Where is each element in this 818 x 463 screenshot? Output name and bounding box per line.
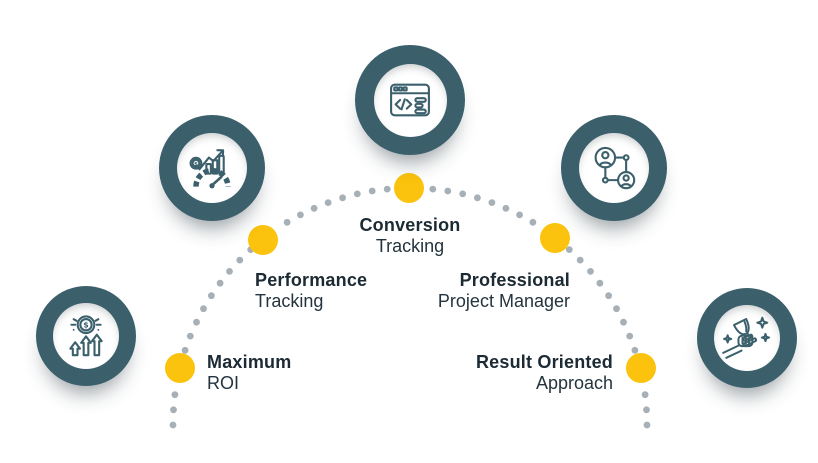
label-result-oriented-approach: Result Oriented Approach — [476, 352, 613, 394]
arc-dot — [641, 391, 649, 399]
circle-badge-maximum-roi: $ — [36, 286, 136, 386]
circle-badge-conversion — [355, 45, 465, 155]
label-conversion-tracking: Conversion Tracking — [359, 215, 460, 257]
arc-dot — [353, 190, 361, 198]
badge-core: $ — [177, 133, 247, 203]
arc-dot — [216, 279, 224, 287]
arc-marker-conversion — [394, 173, 424, 203]
circle-badge-professional — [561, 115, 667, 221]
arc-dot — [383, 185, 391, 193]
arc-dot — [171, 391, 179, 399]
label-subtitle: Project Manager — [437, 291, 570, 311]
badge-core: $ — [53, 303, 119, 369]
arc-dot — [193, 318, 200, 326]
arc-marker-performance — [248, 225, 278, 255]
arc-dot — [324, 199, 332, 207]
arc-dot — [283, 218, 291, 226]
arc-dot — [643, 406, 650, 414]
label-professional-project-manager: Professional Project Manager — [438, 270, 570, 312]
arc-dot — [297, 211, 304, 219]
label-maximum-roi: Maximum ROI — [207, 352, 291, 394]
arc-dot — [368, 187, 376, 195]
arc-dot — [444, 187, 452, 195]
label-title: Professional — [459, 270, 570, 290]
arc-dot — [181, 346, 189, 354]
circle-badge-performance: $ — [159, 115, 265, 221]
arc-dot — [529, 218, 537, 226]
arc-dot — [596, 279, 604, 287]
performance-gauge-icon: $ — [186, 142, 238, 189]
label-subtitle: Tracking — [375, 236, 445, 256]
label-title: Performance — [255, 270, 368, 290]
arc-marker-maximum-roi — [165, 353, 195, 383]
arc-dot — [169, 421, 177, 429]
arc-dot — [488, 199, 496, 207]
label-subtitle: Approach — [535, 373, 613, 393]
code-window-icon — [383, 73, 437, 127]
arc-dot — [208, 292, 215, 300]
arc-dot — [186, 332, 194, 340]
circle-badge-result-oriented — [697, 288, 797, 388]
badge-core — [714, 305, 780, 371]
arc-dot — [631, 346, 639, 354]
arc-dot — [236, 256, 244, 264]
arc-dot — [170, 406, 177, 414]
svg-text:$: $ — [83, 321, 89, 330]
label-title: Maximum — [207, 352, 292, 372]
arc-dot — [339, 194, 346, 202]
arc-dot — [576, 256, 584, 264]
arc-dot — [565, 246, 573, 254]
team-network-icon — [588, 142, 640, 194]
roi-growth-icon: $ — [61, 311, 111, 361]
label-performance-tracking: Performance Tracking — [255, 270, 367, 312]
arc-dot — [626, 332, 634, 340]
label-title: Conversion — [359, 215, 461, 235]
arc-dot — [613, 305, 620, 313]
arc-dot — [620, 318, 627, 326]
arc-dot — [474, 194, 481, 202]
trophy-hand-icon — [720, 311, 774, 365]
arc-dot — [200, 305, 207, 313]
label-title: Result Oriented — [475, 352, 613, 372]
arc-dot — [605, 292, 612, 300]
arc-marker-professional — [540, 223, 570, 253]
label-subtitle: Tracking — [255, 291, 324, 311]
arc-dot — [643, 421, 651, 429]
arc-dot — [516, 211, 523, 219]
arc-dot — [429, 185, 437, 193]
label-subtitle: ROI — [207, 373, 240, 393]
arc-marker-result-oriented — [626, 353, 656, 383]
arc-dot — [502, 204, 510, 212]
svg-text:$: $ — [194, 161, 198, 167]
arc-dot — [459, 190, 467, 198]
badge-core — [579, 133, 649, 203]
arc-dot — [226, 268, 233, 275]
arc-dot — [587, 268, 594, 275]
badge-core — [373, 63, 447, 137]
arc-dot — [310, 204, 318, 212]
